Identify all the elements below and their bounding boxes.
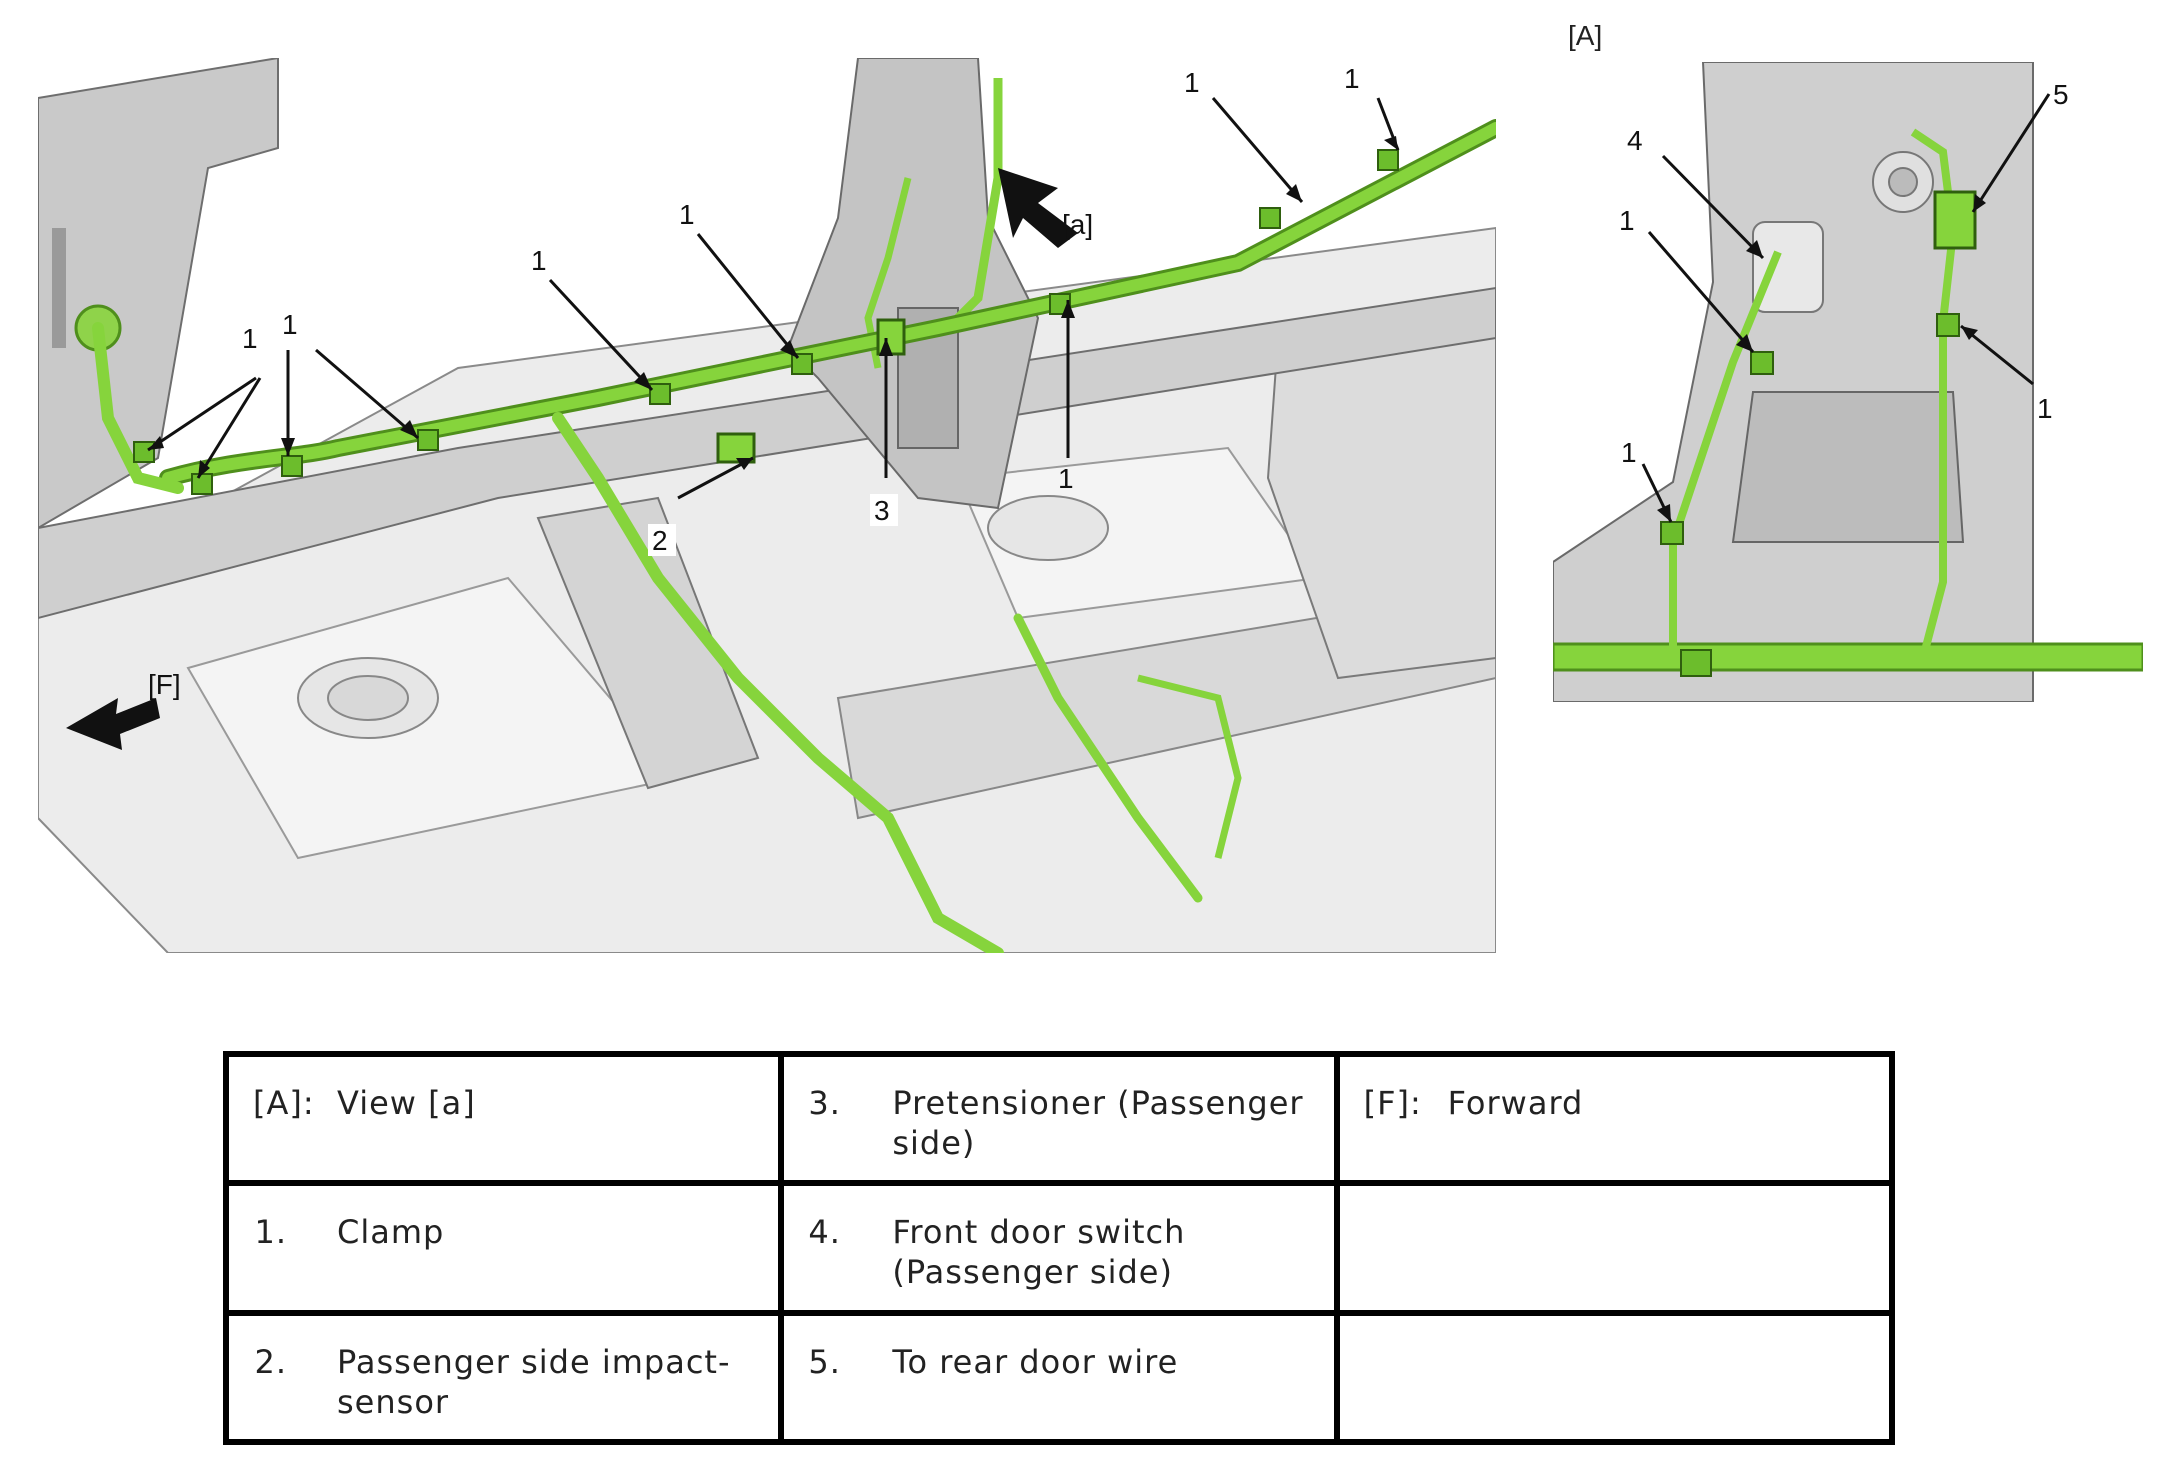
- inset-hole-inner: [1888, 167, 1918, 197]
- callout-forward: [F]: [148, 669, 181, 700]
- callout-clamp: 1: [1058, 463, 1074, 494]
- inset-door-switch-hole: [1752, 221, 1824, 313]
- legend-cell: [F]: Forward: [1333, 1050, 1896, 1187]
- legend-row: 2. Passenger side impact-sensor 5. To rear…: [222, 1309, 1896, 1446]
- legend-text: Pretensioner (Passenger side): [892, 1084, 1304, 1162]
- inset-sill-harness: [1553, 642, 2143, 672]
- b-pillar: [786, 58, 1040, 510]
- legend-key: 4.: [808, 1213, 841, 1252]
- inset-pillar: [1553, 62, 2034, 702]
- legend-text: Clamp: [337, 1213, 445, 1252]
- forward-arrow: [66, 698, 160, 750]
- legend-text: To rear door wire: [892, 1342, 1179, 1381]
- callout-clamp: 1: [1184, 67, 1200, 98]
- inset-rear-door-connector: [1933, 190, 1977, 250]
- legend-text: Passenger side impact-sensor: [337, 1342, 731, 1421]
- clamp: [417, 429, 439, 451]
- legend-text: Front door switch (Passenger side): [892, 1213, 1186, 1292]
- legend-key: 5.: [808, 1342, 841, 1381]
- clamp: [1936, 313, 1960, 337]
- floor-harness-branch-2: [1137, 674, 1242, 859]
- callout-clamp: 1: [679, 199, 695, 230]
- legend-row: 1. Clamp 4. Front door switch (Passenger s…: [222, 1180, 1896, 1316]
- legend-cell: 3. Pretensioner (Passenger side): [778, 1050, 1340, 1187]
- callout-pretensioner: 3: [874, 495, 890, 526]
- inset-callout-clamp: 1: [1619, 205, 1635, 236]
- legend-cell: 5. To rear door wire: [778, 1309, 1340, 1446]
- legend-key: 1.: [254, 1213, 287, 1252]
- left-pillar: [38, 58, 279, 530]
- legend-text: Forward: [1447, 1084, 1584, 1122]
- legend-cell: 1. Clamp: [222, 1180, 785, 1316]
- legend-row: [A]: View [a] 3. Pretensioner (Passenger s…: [222, 1050, 1896, 1187]
- impact-sensor: [716, 432, 756, 464]
- view-a-arrow: [998, 168, 1078, 248]
- callout-impact-sensor: 2: [652, 525, 668, 556]
- clamp: [133, 441, 155, 463]
- legend-text: View [a]: [337, 1084, 476, 1122]
- legend-cell: [A]: View [a]: [222, 1050, 785, 1187]
- clamp: [1680, 649, 1712, 677]
- left-harness-branch: [92, 322, 184, 494]
- clamp: [1377, 149, 1399, 171]
- callout-clamp: 1: [1344, 63, 1360, 94]
- clamp: [649, 383, 671, 405]
- legend-cell: 2. Passenger side impact-sensor: [222, 1309, 785, 1446]
- pillar-slot: [52, 228, 66, 348]
- callout-view-a: [a]: [1062, 209, 1093, 240]
- inset-harness-left: [1669, 250, 1782, 658]
- inset-callout-clamp: 1: [1621, 437, 1637, 468]
- inset-harness-right: [1910, 128, 1958, 660]
- callout-bg: [648, 524, 676, 556]
- side-sill: [38, 286, 1496, 620]
- legend-cell: 4. Front door switch (Passenger side): [778, 1180, 1340, 1316]
- floor-harness-branch: [1013, 613, 1203, 903]
- legend-key: [A]:: [253, 1084, 315, 1122]
- legend-cell-empty: [1333, 1309, 1896, 1446]
- leader-lines: [147, 97, 1400, 500]
- clamp: [191, 473, 213, 495]
- inset-leaders: [1641, 93, 2051, 523]
- b-pillar-harness: [954, 78, 1003, 322]
- inset-view-label: [A]: [1568, 20, 1603, 51]
- clamp: [281, 455, 303, 477]
- legend-key: [F]:: [1363, 1084, 1422, 1122]
- callout-clamp: 1: [282, 309, 298, 340]
- callout-clamp: 1: [242, 323, 258, 354]
- clamp-markers: [133, 149, 1399, 495]
- inset-callout-clamp: 1: [2037, 393, 2053, 424]
- floor-boss-left-inner: [327, 675, 409, 721]
- legend-key: 3.: [808, 1084, 841, 1122]
- callout-clamp: 1: [531, 245, 547, 276]
- legend-key: 2.: [254, 1342, 287, 1381]
- inset-callout-door-switch: 4: [1627, 125, 1643, 156]
- clamp: [1660, 521, 1684, 545]
- clamp: [1259, 207, 1281, 229]
- inset-clamps: [1660, 313, 1960, 677]
- view-a-inset: 1 1 1 4 5: [1553, 62, 2143, 702]
- floor-boss-right: [987, 495, 1109, 561]
- callout-bg: [870, 494, 898, 526]
- legend-cell-empty: [1333, 1180, 1896, 1316]
- inset-panel: [1731, 391, 1965, 543]
- floor-harness: [552, 412, 1004, 953]
- inset-arrowheads: [1657, 194, 1986, 522]
- legend-table: [A]: View [a] 3. Pretensioner (Passenger s…: [222, 1050, 1896, 1446]
- clamp: [1750, 351, 1774, 375]
- harness-routing-main-view: 1 1 1 1 1 1 1 2 3 [a] [F]: [38, 58, 1496, 953]
- inset-callout-rear-door-wire: 5: [2053, 79, 2069, 110]
- clamp: [791, 353, 813, 375]
- arrowheads: [148, 136, 1398, 478]
